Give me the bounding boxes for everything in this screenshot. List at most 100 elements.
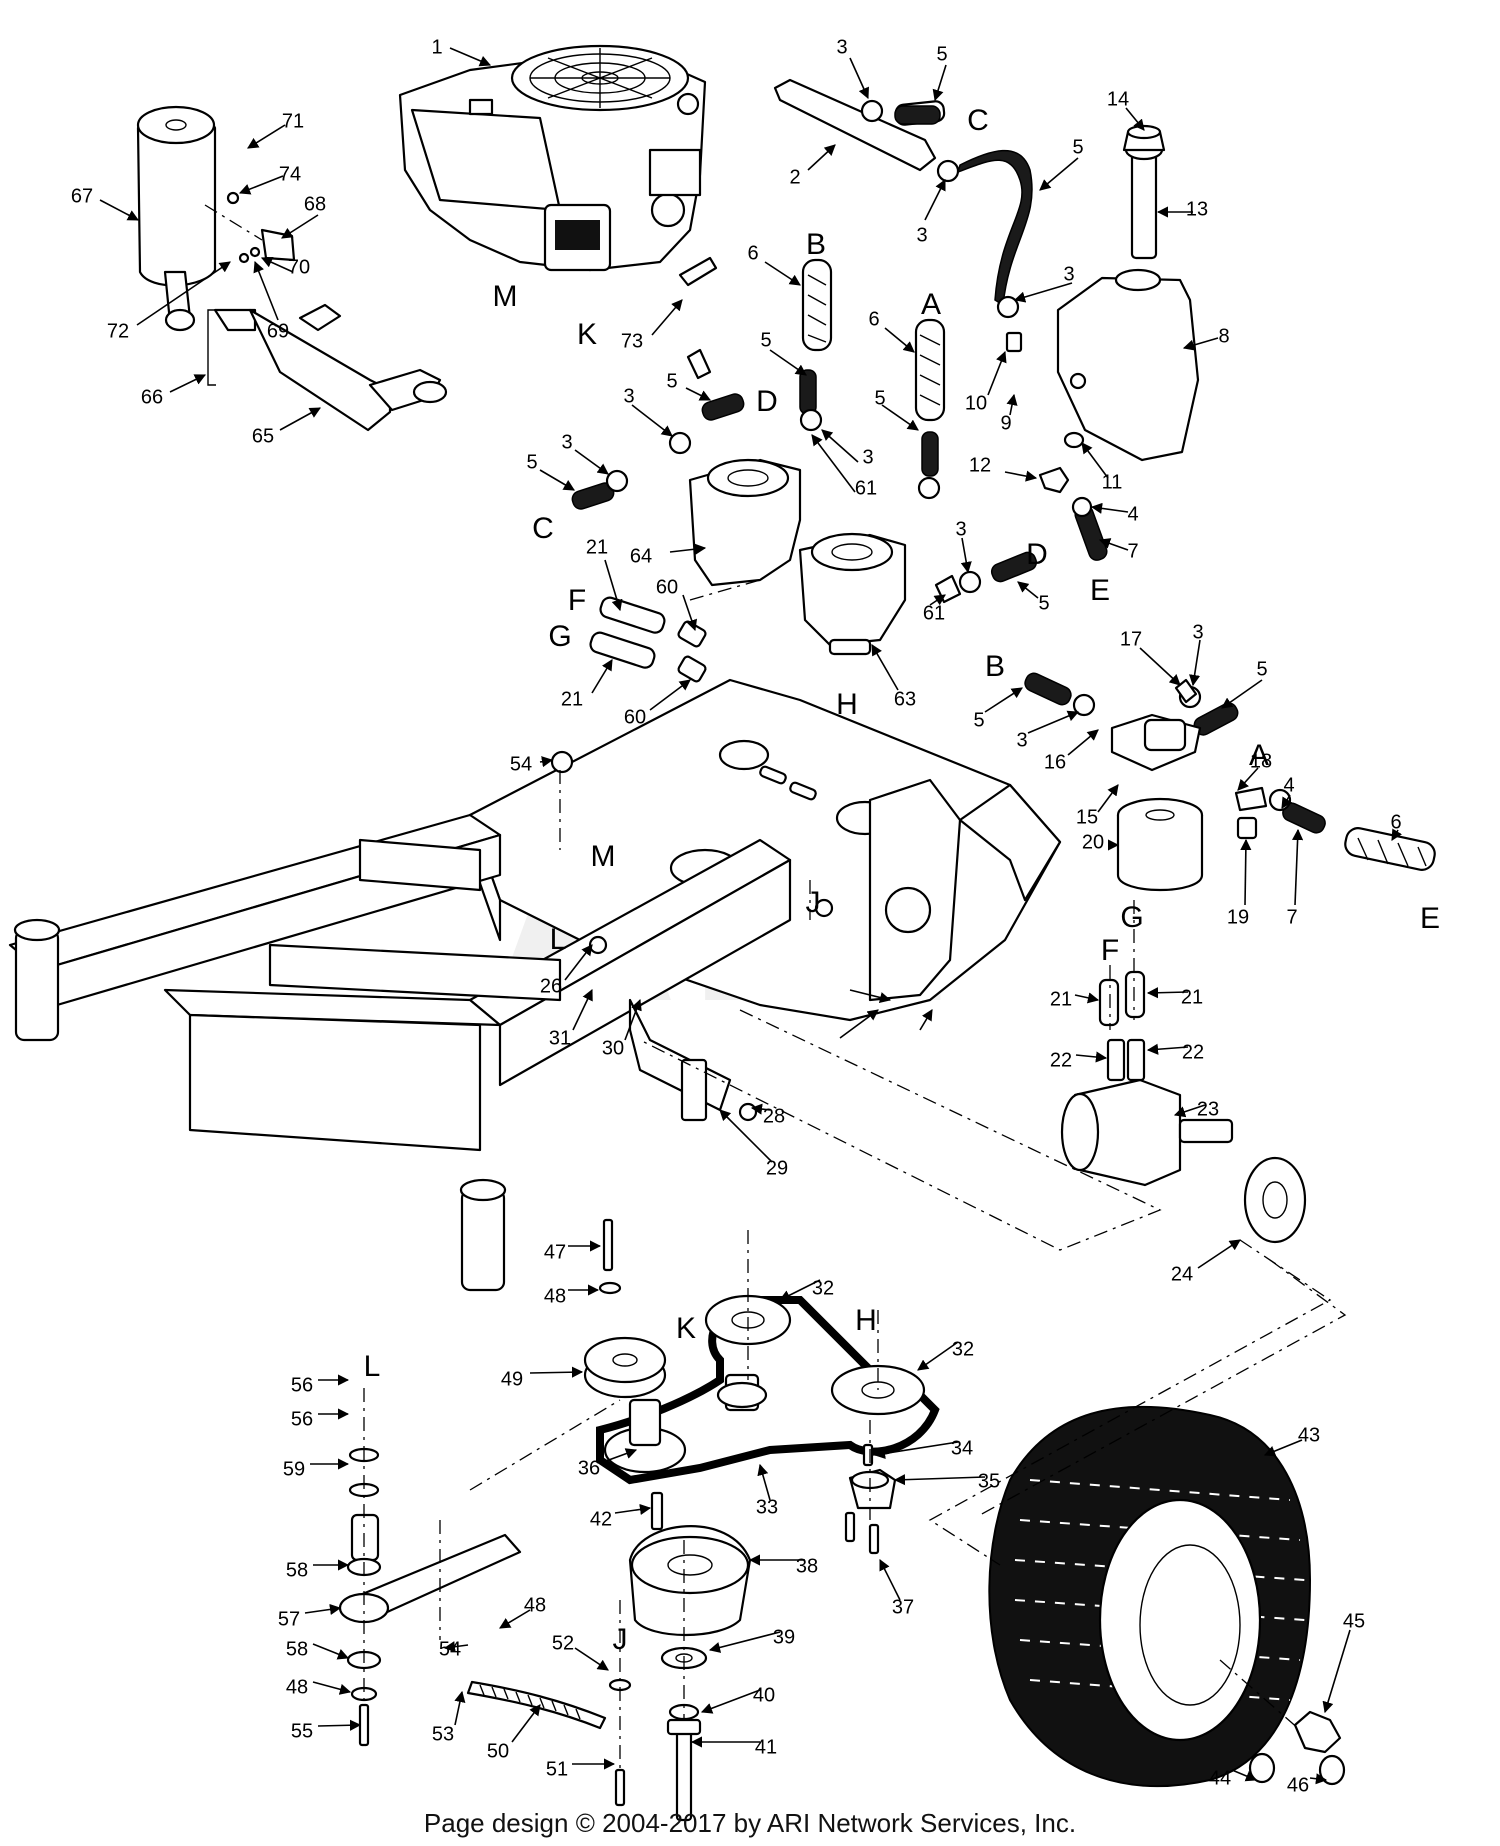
part-number-label: 5	[1072, 136, 1083, 158]
part-number-label: 59	[283, 1458, 305, 1480]
part-number-label: 36	[578, 1457, 600, 1479]
part-number-label: 3	[862, 446, 873, 468]
idler-arm	[338, 1447, 632, 1807]
part-number-label: 32	[952, 1338, 974, 1360]
part-number-label: 39	[773, 1626, 795, 1648]
part-number-label: 50	[487, 1740, 509, 1762]
hydro-motor	[1060, 970, 1307, 1244]
connection-letter-label: G	[1120, 901, 1143, 934]
connection-letter-label: L	[550, 923, 567, 956]
connection-letter-label: F	[1101, 934, 1119, 967]
connection-letter-label: K	[577, 318, 597, 351]
part-number-label: 22	[1050, 1049, 1072, 1071]
part-number-label: 57	[278, 1608, 300, 1630]
fittings	[605, 99, 1292, 840]
part-number-label: 64	[630, 545, 652, 567]
part-number-label: 14	[1107, 88, 1129, 110]
tire	[988, 1405, 1346, 1788]
pulleys-belt	[583, 1218, 940, 1555]
part-number-label: 4	[1127, 503, 1138, 525]
part-number-label: 73	[621, 330, 643, 352]
part-number-label: 2	[789, 166, 800, 188]
part-number-label: 16	[1044, 751, 1066, 773]
connection-letter-label: A	[921, 288, 941, 321]
part-number-label: 55	[291, 1720, 313, 1742]
part-number-label: 5	[973, 709, 984, 731]
part-number-label: 30	[602, 1037, 624, 1059]
part-number-label: 13	[1186, 198, 1208, 220]
part-number-label: 68	[304, 193, 326, 215]
connection-letter-label: L	[364, 1350, 381, 1383]
part-number-label: 5	[936, 43, 947, 65]
part-number-label: 42	[590, 1508, 612, 1530]
muffler-assembly	[136, 105, 448, 432]
connection-letter-label: B	[806, 228, 826, 261]
part-number-label: 20	[1082, 831, 1104, 853]
part-number-label: 60	[656, 576, 678, 598]
copyright-footer: Page design © 2004-2017 by ARI Network S…	[423, 1808, 1077, 1838]
part-number-label: 49	[501, 1368, 523, 1390]
part-number-label: 3	[1063, 263, 1074, 285]
part-number-label: 6	[868, 308, 879, 330]
part-number-label: 48	[286, 1676, 308, 1698]
part-number-label: 45	[1343, 1610, 1365, 1632]
connection-letter-label: D	[1026, 538, 1048, 571]
part-number-label: 40	[753, 1684, 775, 1706]
part-number-label: 51	[546, 1758, 568, 1780]
hoses	[571, 105, 1436, 871]
part-number-label: 4	[1283, 774, 1294, 796]
part-number-label: 10	[965, 392, 987, 414]
part-number-label: 11	[1102, 471, 1123, 493]
connection-letter-label: H	[836, 688, 858, 721]
connection-letter-label: C	[967, 104, 989, 137]
part-number-label: 67	[71, 185, 93, 207]
connection-letter-label: E	[1090, 574, 1110, 607]
part-number-label: 47	[544, 1241, 566, 1263]
part-number-label: 56	[291, 1374, 313, 1396]
part-number-label: 53	[432, 1723, 454, 1745]
engine	[398, 44, 707, 272]
part-number-label: 69	[267, 320, 289, 342]
part-number-label: 72	[107, 320, 129, 342]
part-number-label: 12	[969, 454, 991, 476]
part-number-label: 71	[282, 110, 304, 132]
part-number-label: 48	[524, 1594, 546, 1616]
connection-letter-label: D	[756, 385, 778, 418]
part-number-label: 6	[1390, 811, 1401, 833]
part-number-label: 35	[978, 1470, 1000, 1492]
part-number-label: 61	[855, 477, 877, 499]
part-number-label: 17	[1120, 628, 1142, 650]
part-number-label: 5	[1256, 658, 1267, 680]
part-number-label: 22	[1182, 1041, 1204, 1063]
part-number-label: 15	[1076, 806, 1098, 828]
part-number-label: 9	[1000, 412, 1011, 434]
part-number-label: 74	[279, 163, 301, 185]
part-number-label: 38	[796, 1555, 818, 1577]
part-number-label: 28	[763, 1105, 785, 1127]
part-number-label: 3	[623, 385, 634, 407]
part-number-label: 6	[747, 242, 758, 264]
part-number-label: 5	[1038, 592, 1049, 614]
fuel-tank	[1056, 124, 1200, 462]
part-number-label: 58	[286, 1638, 308, 1660]
part-number-label: 58	[286, 1559, 308, 1581]
connection-letter-label: H	[855, 1304, 877, 1337]
part-number-label: 52	[552, 1632, 574, 1654]
part-number-label: 33	[756, 1496, 778, 1518]
part-number-label: 29	[766, 1157, 788, 1179]
connection-letter-label: M	[591, 840, 616, 873]
part-number-label: 70	[288, 256, 310, 278]
part-number-label: 26	[540, 975, 562, 997]
part-number-label: 37	[892, 1596, 914, 1618]
part-number-label: 1	[431, 36, 442, 58]
part-number-label: 34	[951, 1437, 973, 1459]
connection-letter-label: A	[1249, 739, 1269, 772]
part-number-label: 3	[916, 224, 927, 246]
connection-letter-label: M	[493, 280, 518, 313]
fittings-left	[589, 596, 707, 683]
connection-letter-label: F	[568, 584, 586, 617]
part-number-label: 3	[1016, 729, 1027, 751]
part-number-label: 5	[760, 329, 771, 351]
